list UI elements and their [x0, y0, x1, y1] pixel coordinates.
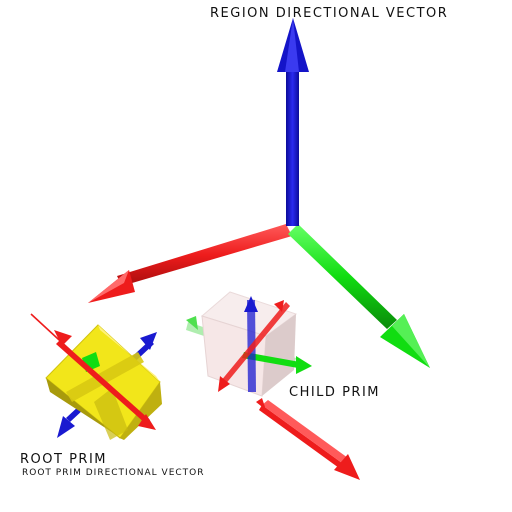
- region-axis-z-arrow: [277, 18, 309, 226]
- region-axis-x-arrow: [88, 224, 292, 303]
- region-vector-label: REGION DIRECTIONAL VECTOR: [210, 6, 449, 21]
- child-prim: [186, 291, 312, 397]
- root-prim-vector-label: ROOT PRIM DIRECTIONAL VECTOR: [22, 468, 205, 478]
- region-axis-y-arrow: [288, 224, 430, 368]
- root-prim: [30, 313, 162, 440]
- child-prim-label: CHILD PRIM: [289, 385, 380, 400]
- region-axes: [88, 18, 430, 368]
- child-prim-vector-arrow: [256, 398, 360, 480]
- root-prim-label: ROOT PRIM: [20, 452, 107, 467]
